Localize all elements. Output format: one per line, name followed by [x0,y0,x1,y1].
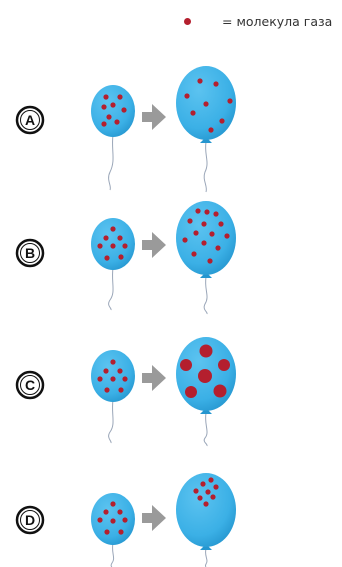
option-c-small-balloon [91,350,135,443]
option-d-badge: D [17,507,43,533]
option-d-letter: D [25,512,35,528]
option-c-arrow [142,365,166,391]
option-d-arrow [142,505,166,531]
option-d[interactable]: D [17,473,236,567]
option-a-small-balloon [91,85,135,190]
option-a-letter: A [25,112,35,128]
option-a-large-balloon [176,66,236,192]
option-a-badge: A [17,107,43,133]
option-c-letter: C [25,377,35,393]
option-b[interactable]: B [17,201,236,314]
option-a[interactable]: A [17,66,236,192]
option-d-small-balloon [91,493,135,567]
option-a-arrow [142,104,166,130]
option-b-letter: B [25,245,35,261]
option-d-large-balloon [176,473,236,567]
option-c[interactable]: C [17,337,236,446]
option-c-badge: C [17,372,43,398]
option-b-large-balloon [176,201,236,314]
option-c-large-balloon [176,337,236,446]
option-b-small-balloon [91,218,135,310]
option-b-arrow [142,232,166,258]
option-b-badge: B [17,240,43,266]
